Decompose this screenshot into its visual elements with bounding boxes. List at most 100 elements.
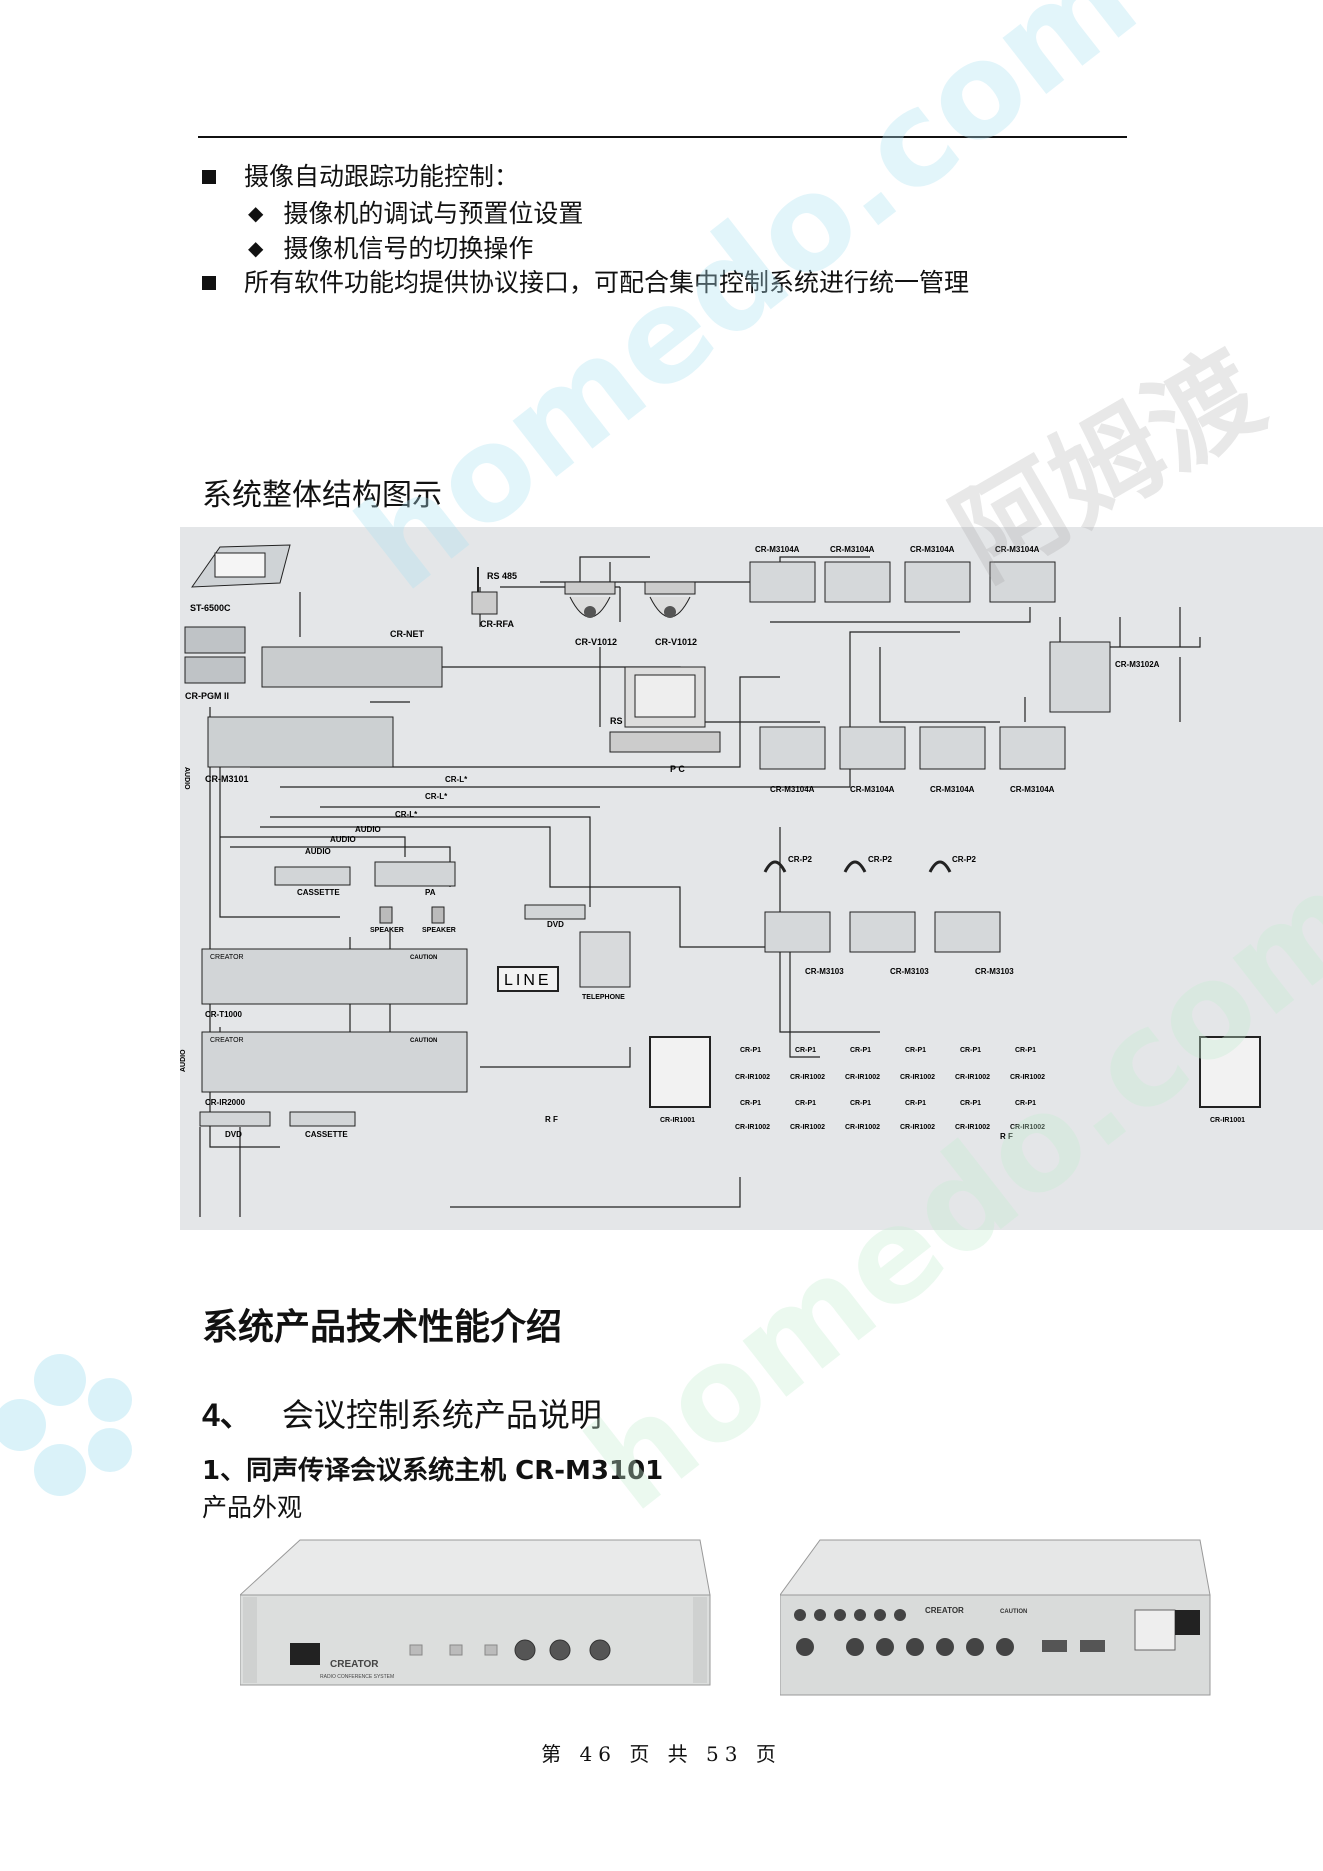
front-panel-photo: CREATOR RADIO CONFERENCE SYSTEM [240,1539,711,1686]
label-crm3104a-m4: CR-M3104A [1010,785,1055,794]
label-crir1002-a2: CR-IR1002 [790,1074,825,1081]
label-crir1002-b5: CR-IR1002 [955,1124,990,1131]
label-crp1-b2: CR-P1 [795,1100,816,1107]
label-crp1-b1: CR-P1 [740,1100,761,1107]
product-section-heading: 系统产品技术性能介绍 [202,1307,563,1348]
label-audio-2: AUDIO [330,835,356,844]
label-crir1002-a4: CR-IR1002 [900,1074,935,1081]
bullet-text: 所有软件功能均提供协议接口，可配合集中控制系统进行统一管理 [244,268,970,297]
label-line: LINE [504,972,552,989]
subsection-number: 4、 [202,1397,252,1433]
label-speaker-2: SPEAKER [422,927,456,934]
label-rf-2: R F [1000,1132,1013,1141]
label-crir1002-a3: CR-IR1002 [845,1074,880,1081]
rear-caution: CAUTION [1000,1609,1027,1615]
label-crm3102a: CR-M3102A [1115,660,1160,669]
label-crp1-b3: CR-P1 [850,1100,871,1107]
front-brand: CREATOR [330,1659,379,1670]
label-pa: PA [425,888,436,897]
label-crp1-a3: CR-P1 [850,1047,871,1054]
label-rf-1: R F [545,1115,558,1124]
label-crrfa: CR-RFA [480,619,514,629]
label-crv1012-b: CR-V1012 [655,637,697,647]
label-crir1002-b6: CR-IR1002 [1010,1124,1045,1131]
label-crnet: CR-NET [390,629,424,639]
appearance-label: 产品外观 [202,1493,303,1522]
label-crp2-2: CR-P2 [868,855,893,864]
label-crv1012-a: CR-V1012 [575,637,617,647]
bullet-protocol-interface: 所有软件功能均提供协议接口，可配合集中控制系统进行统一管理 [202,266,969,300]
label-dvd-1: DVD [547,920,564,929]
label-caution-t1000: CAUTION [410,955,437,961]
label-crt1000: CR-T1000 [205,1010,242,1019]
subsection-text: 会议控制系统产品说明 [281,1396,602,1434]
page-footer: 第 46 页 共 53 页 [541,1742,782,1766]
label-crp1-b5: CR-P1 [960,1100,981,1107]
subbullet-camera-preset: ◆ 摄像机的调试与预置位设置 [248,196,583,231]
label-audio-1: AUDIO [355,825,381,834]
bullet-camera-tracking: 摄像自动跟踪功能控制： [202,160,519,194]
label-creator-t1000: CREATOR [210,954,244,961]
label-crp1-b4: CR-P1 [905,1100,926,1107]
label-crm3103-1: CR-M3103 [805,967,844,976]
label-crp1-a1: CR-P1 [740,1047,761,1054]
label-crir2000: CR-IR2000 [205,1098,246,1107]
label-crir1002-b3: CR-IR1002 [845,1124,880,1131]
label-st6500c: ST-6500C [190,603,231,613]
label-crm3104a-m3: CR-M3104A [930,785,975,794]
front-subtitle: RADIO CONFERENCE SYSTEM [320,1674,394,1680]
label-crm3104a-t4: CR-M3104A [995,545,1040,554]
label-pc: P C [670,764,685,774]
label-crm3103-3: CR-M3103 [975,967,1014,976]
system-structure-diagram: ST-6500C RS 485 CR-RFA CR-NET CR-PGM II … [180,527,1323,1230]
touch-panel-device [191,544,291,588]
label-crm3104a-m2: CR-M3104A [850,785,895,794]
header-rule [198,136,1127,138]
label-crp1-a2: CR-P1 [795,1047,816,1054]
bullet-text: 摄像机信号的切换操作 [283,234,534,263]
label-crp1-a5: CR-P1 [960,1047,981,1054]
label-telephone: TELEPHONE [582,994,625,1001]
label-crm3101: CR-M3101 [205,774,249,784]
label-crm3104a-t2: CR-M3104A [830,545,875,554]
label-crir1002-b1: CR-IR1002 [735,1124,770,1131]
label-crl-1: CR-L* [445,775,468,784]
label-crir1002-a5: CR-IR1002 [955,1074,990,1081]
diamond-bullet-icon: ◆ [248,236,264,260]
label-crl-2: CR-L* [425,792,448,801]
label-caution-ir2000: CAUTION [410,1038,437,1044]
label-rs485: RS 485 [487,571,517,581]
label-crir1002-b2: CR-IR1002 [790,1124,825,1131]
subbullet-camera-switch: ◆ 摄像机信号的切换操作 [248,231,533,266]
label-crir1002-b4: CR-IR1002 [900,1124,935,1131]
label-crir1001-2: CR-IR1001 [1210,1117,1245,1124]
subsection-heading: 4、会议控制系统产品说明 [202,1390,602,1436]
label-crpgm: CR-PGM II [185,691,229,701]
label-crm3103-2: CR-M3103 [890,967,929,976]
label-audio-v1: AUDIO [183,767,190,790]
label-crir1002-a1: CR-IR1002 [735,1074,770,1081]
label-cassette: CASSETTE [297,888,340,897]
label-crir1001-1: CR-IR1001 [660,1117,695,1124]
item-heading: 1、同声传译会议系统主机 CR-M3101 [202,1456,664,1486]
section-title: 系统整体结构图示 [202,478,442,513]
label-crp1-a4: CR-P1 [905,1047,926,1054]
bullet-text: 摄像机的调试与预置位设置 [283,199,584,228]
label-audio-3: AUDIO [305,847,331,856]
label-crp2-3: CR-P2 [952,855,977,864]
label-crp1-b6: CR-P1 [1015,1100,1036,1107]
label-crp1-a6: CR-P1 [1015,1047,1036,1054]
rear-panel-photo: CREATOR CAUTION [780,1539,1211,1696]
camera-2 [644,581,696,618]
square-bullet-icon [202,170,216,184]
label-crl-3: CR-L* [395,810,418,819]
camera-1 [564,581,616,618]
flower-watermark-icon [0,1354,132,1496]
square-bullet-icon [202,276,216,290]
label-audio-v2: AUDIO [180,1049,187,1072]
label-crp2-1: CR-P2 [788,855,813,864]
label-crm3104a-t3: CR-M3104A [910,545,955,554]
diamond-bullet-icon: ◆ [248,201,264,225]
label-dvd-2: DVD [225,1130,242,1139]
